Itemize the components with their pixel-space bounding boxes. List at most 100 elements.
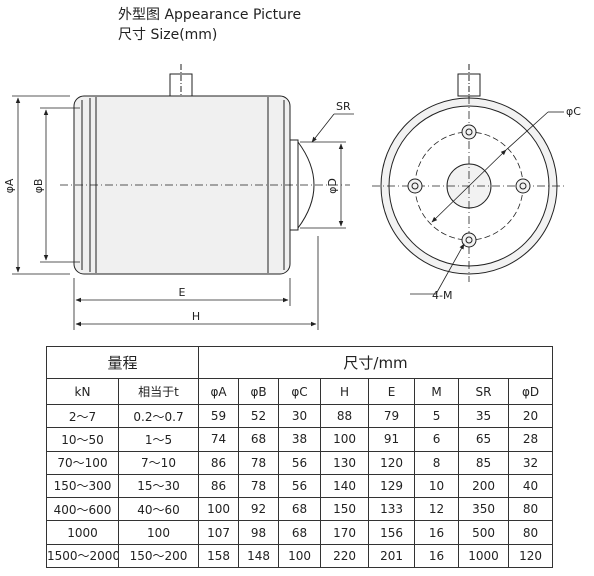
table-cell: 28 (508, 427, 554, 452)
table-cell: 120 (508, 543, 554, 569)
table-cell: 68 (238, 427, 280, 452)
bolt-hole-left (407, 178, 423, 194)
table-cell: 40～60 (117, 497, 200, 522)
col-header: φC (278, 378, 322, 405)
col-header: 相当于t (117, 378, 200, 405)
table-cell: 80 (508, 497, 554, 522)
phi-b-label: φB (32, 179, 45, 194)
table-cell: 86 (198, 450, 240, 475)
table-cell: 68 (278, 497, 322, 522)
table-cell: 140 (320, 473, 370, 499)
column-header-row: kN 相当于t φA φB φC H E M SR φD (46, 378, 554, 405)
table-cell: 10～50 (46, 427, 119, 452)
table-cell: 8 (414, 450, 460, 475)
col-header: H (320, 378, 370, 405)
table-cell: 100 (198, 497, 240, 522)
table-cell: 30 (278, 403, 322, 429)
spec-table: 量程 尺寸/mm kN 相当于t φA φB φC H E M SR φD 2～… (45, 346, 554, 569)
table-cell: 78 (238, 450, 280, 475)
table-cell: 52 (238, 403, 280, 429)
col-header: E (368, 378, 416, 405)
e-label: E (179, 286, 186, 299)
bolt-hole-bottom (461, 232, 477, 248)
table-cell: 220 (320, 543, 370, 569)
size-group-header: 尺寸/mm (198, 346, 554, 379)
h-label: H (192, 310, 200, 323)
table-cell: 80 (508, 520, 554, 545)
table-cell: 148 (238, 543, 280, 569)
table-cell: 59 (198, 403, 240, 429)
col-header: φA (198, 378, 240, 405)
table-cell: 98 (238, 520, 280, 545)
table-cell: 350 (458, 497, 510, 522)
phi-a-label: φA (3, 178, 16, 193)
table-cell: 78 (238, 473, 280, 499)
table-cell: 16 (414, 520, 460, 545)
range-group-header: 量程 (45, 346, 200, 379)
side-view (12, 64, 354, 330)
table-cell: 32 (508, 450, 554, 475)
table-cell: 0.2～0.7 (117, 403, 200, 429)
col-header: φD (508, 378, 554, 405)
table-cell: 56 (278, 450, 322, 475)
table-cell: 1000 (458, 543, 510, 569)
table-cell: 2～7 (46, 403, 119, 429)
size-unit-label: 尺寸 Size(mm) (118, 27, 218, 43)
bolt-hole-top (461, 124, 477, 140)
table-cell: 35 (458, 403, 510, 429)
table-cell: 6 (414, 427, 460, 452)
table-cell: 107 (198, 520, 240, 545)
m-label: 4-M (432, 289, 452, 302)
table-cell: 1000 (46, 520, 119, 545)
table-cell: 150 (320, 497, 370, 522)
table-cell: 88 (320, 403, 370, 429)
table-cell: 150～200 (117, 543, 200, 569)
table-cell: 120 (368, 450, 416, 475)
drawing-title: 外型图 Appearance Picture (118, 7, 302, 23)
table-cell: 201 (368, 543, 416, 569)
table-cell: 7～10 (117, 450, 200, 475)
table-cell: 1500～2000 (46, 543, 119, 569)
table-cell: 40 (508, 473, 554, 499)
table-cell: 158 (198, 543, 240, 569)
table-cell: 200 (458, 473, 510, 499)
table-cell: 130 (320, 450, 370, 475)
table-cell: 129 (368, 473, 416, 499)
col-header: φB (238, 378, 280, 405)
table-cell: 56 (278, 473, 322, 499)
table-cell: 70～100 (46, 450, 119, 475)
table-cell: 133 (368, 497, 416, 522)
col-header: M (414, 378, 460, 405)
table-cell: 91 (368, 427, 416, 452)
table-cell: 100 (278, 543, 322, 569)
table-cell: 12 (414, 497, 460, 522)
col-header: SR (458, 378, 510, 405)
table-cell: 65 (458, 427, 510, 452)
table-cell: 5 (414, 403, 460, 429)
phi-d-label: φD (326, 178, 339, 194)
table-cell: 92 (238, 497, 280, 522)
table-cell: 400～600 (46, 497, 119, 522)
table-cell: 38 (278, 427, 322, 452)
table-cell: 16 (414, 543, 460, 569)
table-cell: 15～30 (117, 473, 200, 499)
front-view (372, 64, 566, 295)
table-cell: 170 (320, 520, 370, 545)
table-cell: 500 (458, 520, 510, 545)
sr-label: SR (336, 100, 351, 113)
col-header: kN (46, 378, 119, 405)
table-cell: 1～5 (117, 427, 200, 452)
table-cell: 100 (117, 520, 200, 545)
table-cell: 74 (198, 427, 240, 452)
phi-c-label: φC (566, 105, 581, 118)
table-cell: 10 (414, 473, 460, 499)
table-cell: 150～300 (46, 473, 119, 499)
table-cell: 100 (320, 427, 370, 452)
table-cell: 156 (368, 520, 416, 545)
bolt-hole-right (515, 178, 531, 194)
